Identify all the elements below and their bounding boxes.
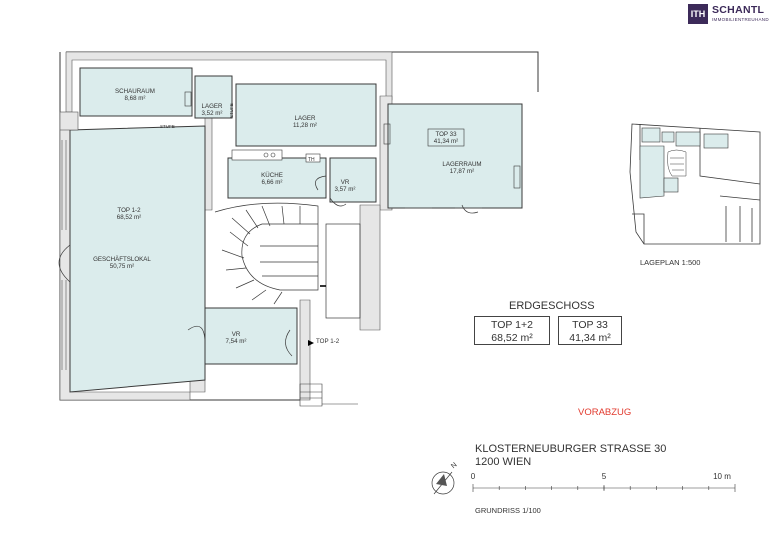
address-line1: KLOSTERNEUBURGER STRASSE 30 — [475, 443, 666, 455]
stufe-label-2: STUFE — [229, 103, 234, 118]
brand-name: SCHANTL — [712, 4, 765, 16]
entrance-label: TOP 1-2 — [316, 338, 340, 345]
unit-label-top12-area: 68,52 m² — [117, 214, 141, 221]
room-name-lager-small: LAGER — [202, 103, 224, 110]
room-kueche — [227, 157, 327, 199]
north-arrow: N — [431, 461, 459, 495]
room-name-lagerraum: LAGERRAUM — [442, 161, 481, 168]
summary-area-top33: 41,34 m² — [569, 332, 611, 344]
room-name-vr1: VR — [341, 179, 350, 186]
room-name-kueche: KÜCHE — [261, 172, 283, 179]
room-area-lagerraum: 17,87 m² — [450, 168, 474, 175]
room-vr2 — [204, 307, 298, 365]
summary-box-top12: TOP 1+2 68,52 m² — [474, 316, 550, 345]
summary-area-top12: 68,52 m² — [491, 332, 533, 344]
room-lagerraum — [387, 103, 523, 209]
unit-label-top33-name: TOP 33 — [435, 131, 457, 138]
room-area-geschaeftslokal: 50,75 m² — [110, 263, 134, 270]
summary-name-top33: TOP 33 — [572, 319, 608, 331]
room-area-vr2: 7,54 m² — [226, 338, 247, 345]
scale-tick-10: 10 m — [713, 472, 731, 481]
summary-name-top12: TOP 1+2 — [491, 319, 533, 331]
room-name-schauraum: SCHAURAUM — [115, 88, 155, 95]
floor-title: ERDGESCHOSS — [509, 300, 595, 312]
scale-bar — [472, 484, 736, 492]
room-area-lager-small: 3,52 m² — [202, 110, 223, 117]
brand-tagline: IMMOBILIENTREUHAND — [712, 17, 769, 22]
svg-text:N: N — [450, 461, 458, 470]
room-area-schauraum: 8,68 m² — [125, 95, 146, 102]
room-area-lager-large: 11,28 m² — [293, 122, 317, 129]
stufe-label-1: STUFE — [160, 124, 175, 129]
lageplan-label: LAGEPLAN 1:500 — [640, 258, 700, 267]
room-lager-large — [235, 83, 377, 147]
grundriss-label: GRUNDRISS 1/100 — [475, 506, 541, 515]
room-area-vr1: 3,57 m² — [335, 186, 356, 193]
summary-box-top33: TOP 33 41,34 m² — [558, 316, 622, 345]
room-geschaeftslokal — [69, 125, 206, 393]
room-vr1 — [329, 157, 377, 203]
draft-label: VORABZUG — [578, 407, 631, 418]
unit-label-top33-area: 41,34 m² — [434, 138, 458, 145]
room-schauraum — [79, 67, 193, 117]
brand-logo: ITH — [688, 4, 708, 24]
scale-tick-5: 5 — [602, 472, 607, 481]
room-name-lager-large: LAGER — [295, 115, 317, 122]
room-name-geschaeftslokal: GESCHÄFTSLOKAL — [93, 256, 151, 263]
room-lager-small — [194, 75, 233, 119]
address-line2: 1200 WIEN — [475, 456, 531, 468]
room-area-kueche: 6,66 m² — [262, 179, 283, 186]
scale-tick-0: 0 — [471, 472, 476, 481]
unit-label-top12-name: TOP 1-2 — [117, 207, 141, 214]
th-label: TH — [308, 157, 315, 163]
room-name-vr2: VR — [232, 331, 241, 338]
